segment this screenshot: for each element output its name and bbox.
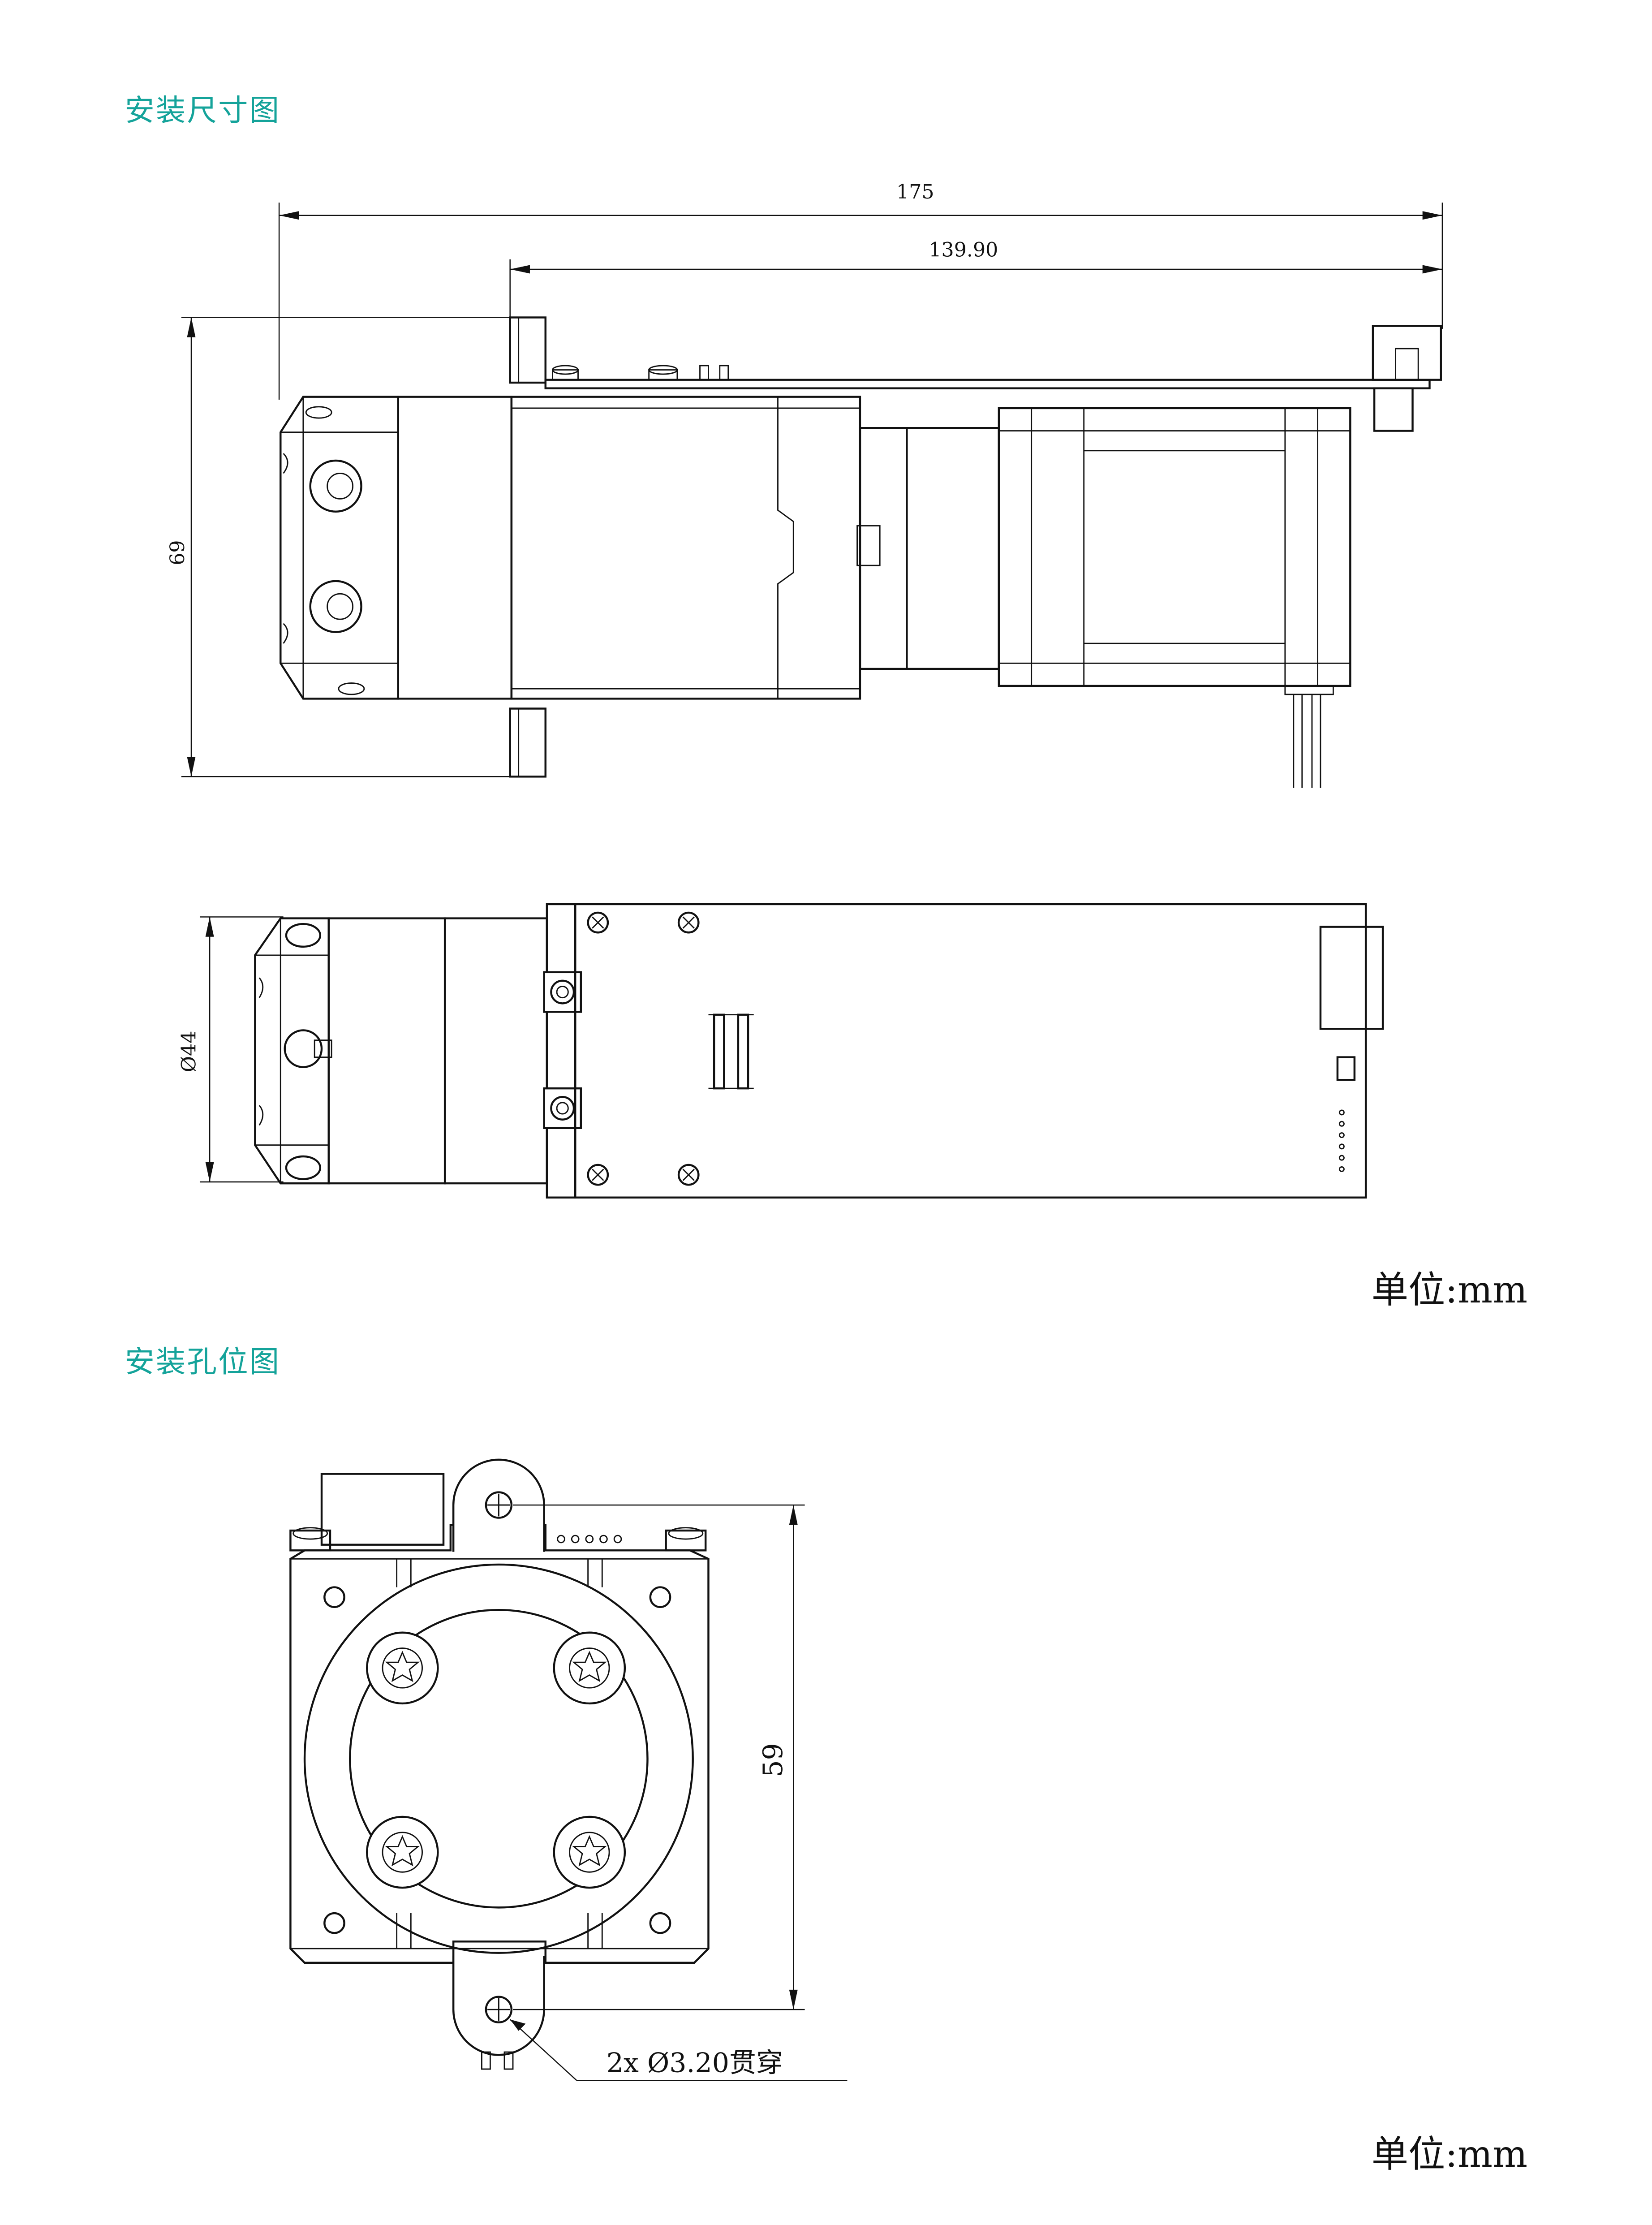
torx-screw-icon-1 bbox=[366, 1631, 439, 1705]
dimension-69-label: 69 bbox=[166, 540, 189, 565]
hole-callout: 2x Ø3.20贯穿 bbox=[509, 2019, 848, 2081]
dimension-69: 69 bbox=[166, 317, 546, 777]
pump-head-side bbox=[280, 396, 400, 700]
mounting-dimensions-title: 安装尺寸图 bbox=[125, 93, 281, 128]
face-screws bbox=[366, 1631, 626, 1889]
torx-screw-icon-2 bbox=[553, 1631, 626, 1705]
dimension-diameter-44-label: Ø44 bbox=[177, 1031, 200, 1073]
hole-callout-label: 2x Ø3.20贯穿 bbox=[607, 2047, 783, 2078]
side-view-drawing: 175 139.90 69 bbox=[166, 181, 1443, 788]
dimension-175-label: 175 bbox=[896, 181, 934, 203]
torx-screw-icon-3 bbox=[366, 1815, 439, 1889]
dimension-diameter-44: Ø44 bbox=[177, 916, 284, 1183]
unit-label-bottom: 单位:mm bbox=[1371, 2134, 1527, 2177]
stepper-motor-side bbox=[998, 407, 1351, 788]
top-view-drawing: Ø44 bbox=[177, 903, 1384, 1199]
screw-icon-4 bbox=[677, 1164, 700, 1186]
screw-icon-1 bbox=[587, 911, 609, 934]
mounting-holes-title: 安装孔位图 bbox=[125, 1345, 281, 1379]
torx-screw-icon-4 bbox=[553, 1815, 626, 1889]
dimension-139-90-label: 139.90 bbox=[929, 239, 998, 262]
dimension-139-90: 139.90 bbox=[509, 239, 1442, 318]
pcb-side bbox=[544, 325, 1442, 432]
pcb-top bbox=[574, 903, 1384, 1199]
screw-icon-3 bbox=[587, 1164, 609, 1186]
pump-body-side bbox=[397, 316, 861, 778]
screw-icon-2 bbox=[677, 911, 700, 934]
front-body bbox=[289, 1458, 710, 2070]
dimension-175: 175 bbox=[278, 181, 1443, 400]
dimension-59-label: 59 bbox=[757, 1743, 789, 1777]
unit-label-top: 单位:mm bbox=[1371, 1270, 1527, 1312]
dimension-59: 59 bbox=[513, 1504, 805, 2010]
